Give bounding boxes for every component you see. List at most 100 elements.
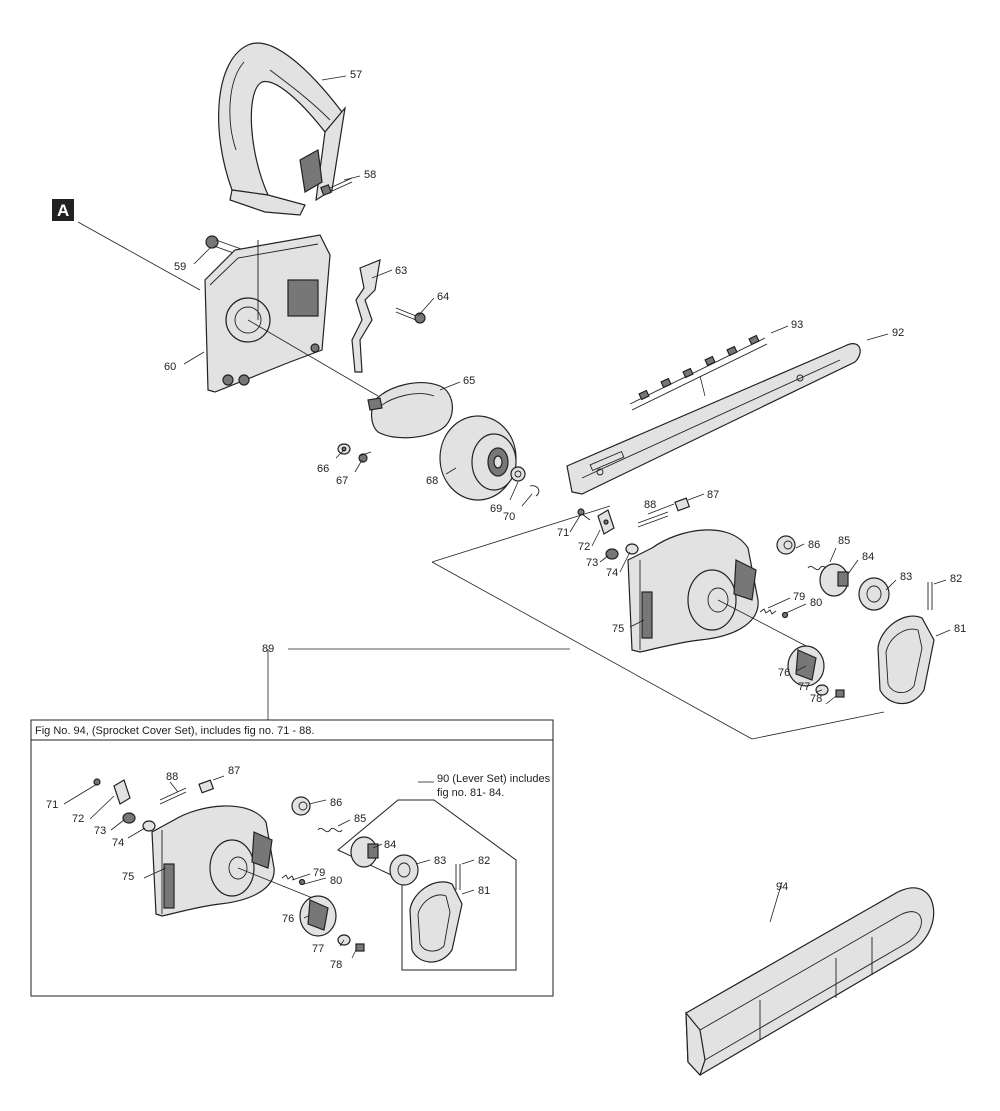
guide-bar-92 bbox=[566, 343, 861, 495]
inset-cam-84 bbox=[350, 836, 379, 868]
screw-64 bbox=[395, 307, 426, 324]
inset-label-78: 78 bbox=[330, 959, 342, 971]
label-78: 78 bbox=[810, 693, 822, 705]
inset-screw-78 bbox=[355, 943, 365, 952]
label-67: 67 bbox=[336, 475, 348, 487]
stud-88 bbox=[637, 511, 669, 528]
inset-adjuster-74 bbox=[142, 820, 156, 832]
inset-sprocket-cover-75 bbox=[151, 805, 275, 917]
label-76: 76 bbox=[778, 667, 790, 679]
nut-73 bbox=[605, 548, 619, 560]
cover-leader bbox=[717, 599, 811, 649]
inset-lever-81 bbox=[409, 881, 463, 963]
inset-leader-lines bbox=[63, 775, 475, 959]
assembly-outline-diag bbox=[431, 561, 753, 740]
label-86: 86 bbox=[808, 539, 820, 551]
inset-label-77: 77 bbox=[312, 943, 324, 955]
label-59: 59 bbox=[174, 261, 186, 273]
inset-screw-71 bbox=[93, 778, 101, 786]
washer-69 bbox=[510, 466, 526, 482]
label-69: 69 bbox=[490, 503, 502, 515]
inset-label-83: 83 bbox=[434, 855, 446, 867]
inset-label-71: 71 bbox=[46, 799, 58, 811]
label-58: 58 bbox=[364, 169, 376, 181]
badge-leader bbox=[77, 221, 201, 291]
inset-nut-73 bbox=[122, 812, 136, 824]
label-81: 81 bbox=[954, 623, 966, 635]
inset-pin-82 bbox=[455, 864, 461, 890]
inset-plate-72 bbox=[113, 779, 131, 805]
housing-60 bbox=[204, 234, 331, 393]
part-labels: 57 58 59 60 63 64 65 66 67 68 69 70 93 9… bbox=[164, 69, 966, 893]
label-93: 93 bbox=[791, 319, 803, 331]
ring-83 bbox=[858, 577, 890, 611]
inset-label-84: 84 bbox=[384, 839, 396, 851]
label-83: 83 bbox=[900, 571, 912, 583]
label-64: 64 bbox=[437, 291, 449, 303]
lever-set-box bbox=[337, 799, 517, 971]
label-87: 87 bbox=[707, 489, 719, 501]
label-77: 77 bbox=[798, 681, 810, 693]
drum-68 bbox=[439, 415, 517, 501]
label-80: 80 bbox=[810, 597, 822, 609]
inset-box bbox=[30, 719, 554, 997]
sprocket-cover-75 bbox=[627, 529, 759, 653]
chain-93 bbox=[629, 334, 768, 411]
inset-label-82: 82 bbox=[478, 855, 490, 867]
inset-label-75: 75 bbox=[122, 871, 134, 883]
label-75: 75 bbox=[612, 623, 624, 635]
svg-text:A: A bbox=[57, 201, 69, 220]
label-60: 60 bbox=[164, 361, 176, 373]
inset-label-85: 85 bbox=[354, 813, 366, 825]
plate-63 bbox=[351, 259, 381, 373]
inset-bolt-87 bbox=[198, 779, 215, 794]
screw-58 bbox=[320, 177, 353, 196]
lever-81 bbox=[877, 615, 935, 705]
label-68: 68 bbox=[426, 475, 438, 487]
label-92: 92 bbox=[892, 327, 904, 339]
label-84: 84 bbox=[862, 551, 874, 563]
label-88: 88 bbox=[644, 499, 656, 511]
inset-label-87: 87 bbox=[228, 765, 240, 777]
inset-label-88: 88 bbox=[166, 771, 178, 783]
inset-label-81: 81 bbox=[478, 885, 490, 897]
bolt-59 bbox=[205, 235, 245, 257]
label-94: 94 bbox=[776, 881, 788, 893]
leader-89 bbox=[267, 648, 570, 720]
label-57: 57 bbox=[350, 69, 362, 81]
handle-57 bbox=[218, 42, 346, 216]
washer-66 bbox=[337, 443, 351, 455]
lever-caption-line1: 90 (Lever Set) includes bbox=[437, 773, 551, 785]
cam-84 bbox=[819, 563, 849, 597]
inset-pin-80 bbox=[298, 878, 306, 886]
leader-lines bbox=[183, 75, 951, 923]
inset-label-80: 80 bbox=[330, 875, 342, 887]
inset-part-labels: 71 72 73 74 75 88 87 86 85 79 80 84 83 8… bbox=[46, 765, 490, 971]
housing-leader bbox=[247, 319, 379, 397]
inset-spring-79 bbox=[281, 874, 295, 881]
inset-spring-85 bbox=[317, 827, 343, 833]
inset-knob-76 bbox=[299, 895, 337, 937]
label-65: 65 bbox=[463, 375, 475, 387]
label-85: 85 bbox=[838, 535, 850, 547]
pin-82 bbox=[927, 582, 933, 610]
inset-label-72: 72 bbox=[72, 813, 84, 825]
label-79: 79 bbox=[793, 591, 805, 603]
clip-70 bbox=[529, 485, 540, 497]
label-66: 66 bbox=[317, 463, 329, 475]
inset-nut-86 bbox=[291, 796, 311, 816]
inset-title: Fig No. 94, (Sprocket Cover Set), includ… bbox=[35, 725, 314, 737]
bolt-87 bbox=[674, 497, 691, 512]
inset-stud-88 bbox=[159, 787, 187, 805]
inset-label-73: 73 bbox=[94, 825, 106, 837]
bar-cover-94 bbox=[685, 887, 935, 1077]
label-71: 71 bbox=[557, 527, 569, 539]
screw-78 bbox=[835, 689, 845, 698]
label-74: 74 bbox=[606, 567, 618, 579]
spring-79 bbox=[759, 608, 777, 615]
inset-label-74: 74 bbox=[112, 837, 124, 849]
nut-86 bbox=[776, 535, 796, 555]
label-73: 73 bbox=[586, 557, 598, 569]
screw-67 bbox=[358, 451, 372, 463]
